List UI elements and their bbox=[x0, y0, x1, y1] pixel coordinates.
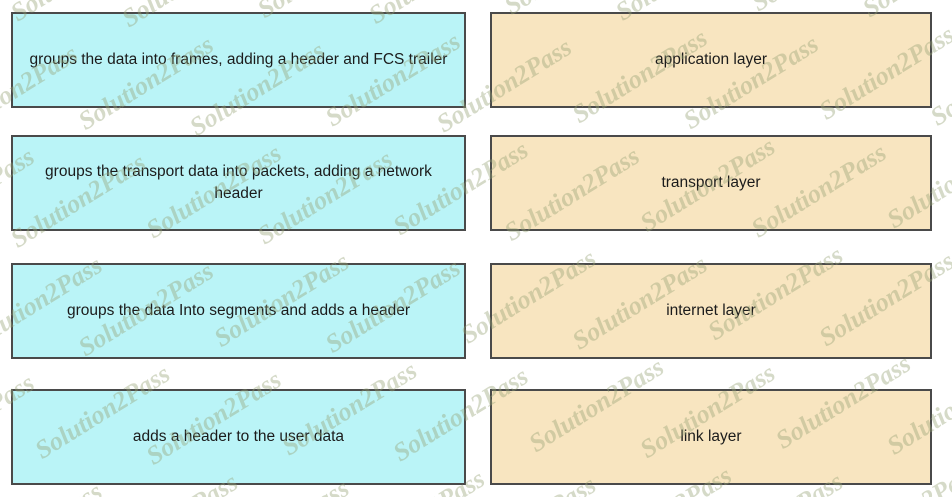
description-box-1[interactable]: groups the data into frames, adding a he… bbox=[11, 12, 466, 108]
match-row: groups the data Into segments and adds a… bbox=[0, 263, 952, 359]
description-text-4: adds a header to the user data bbox=[132, 427, 345, 445]
layer-text-3: internet layer bbox=[666, 301, 756, 319]
layer-text-4: link layer bbox=[680, 427, 742, 445]
layer-box-2[interactable]: transport layer bbox=[490, 135, 932, 231]
description-text-2: groups the transport data into packets, … bbox=[45, 162, 432, 202]
description-text-1: groups the data into frames, adding a he… bbox=[29, 50, 448, 68]
match-row: groups the transport data into packets, … bbox=[0, 135, 952, 231]
description-box-4[interactable]: adds a header to the user data bbox=[11, 389, 466, 485]
layer-box-1[interactable]: application layer bbox=[490, 12, 932, 108]
match-row: adds a header to the user data link laye… bbox=[0, 389, 952, 485]
match-row: groups the data into frames, adding a he… bbox=[0, 12, 952, 108]
description-box-3[interactable]: groups the data Into segments and adds a… bbox=[11, 263, 466, 359]
description-box-2[interactable]: groups the transport data into packets, … bbox=[11, 135, 466, 231]
layer-text-1: application layer bbox=[654, 50, 767, 68]
description-text-3: groups the data Into segments and adds a… bbox=[67, 301, 410, 319]
layer-text-2: transport layer bbox=[661, 173, 761, 191]
layer-box-3[interactable]: internet layer bbox=[490, 263, 932, 359]
layer-box-4[interactable]: link layer bbox=[490, 389, 932, 485]
